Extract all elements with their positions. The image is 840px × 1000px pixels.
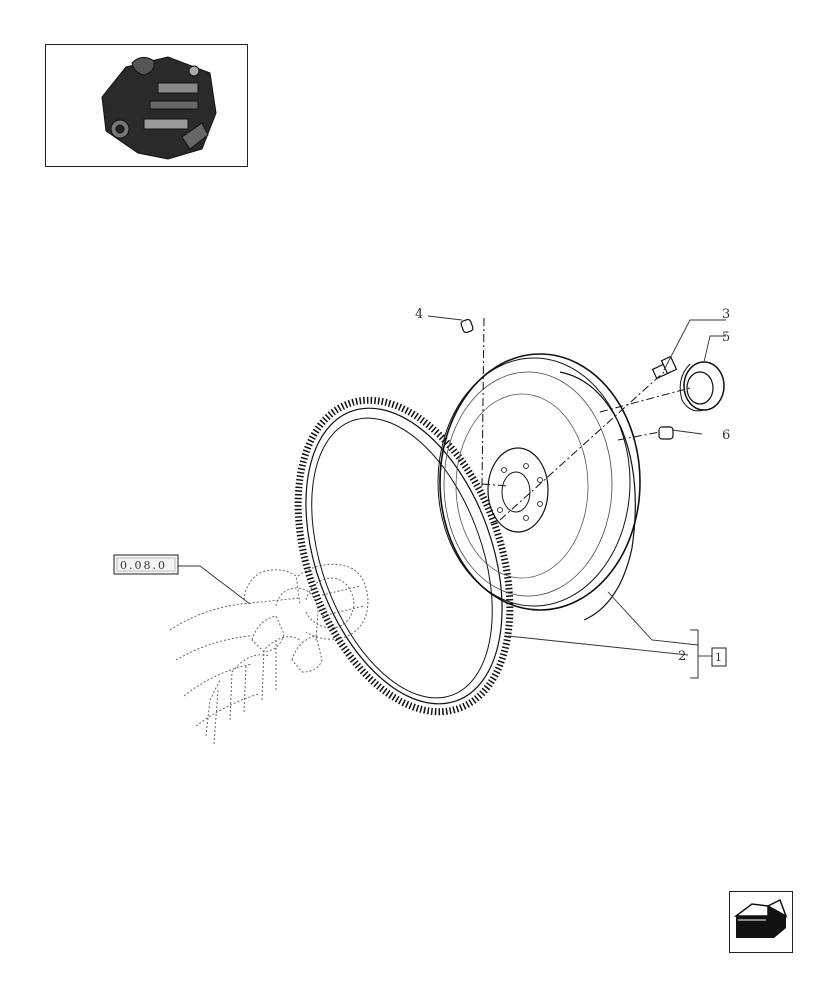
callout-3: 3 (722, 307, 730, 322)
center-lines (481, 317, 691, 521)
engine-thumbnail-icon (101, 56, 217, 160)
group-box[interactable]: 1 (711, 647, 727, 667)
reference-box[interactable]: 0.08.0 (113, 554, 179, 575)
pin (658, 426, 674, 440)
group-label: 1 (715, 651, 724, 664)
crankshaft (169, 563, 369, 745)
next-page-arrow-icon (733, 898, 788, 938)
engine-thumbnail (45, 44, 248, 167)
bearing (679, 361, 725, 412)
ring-gear (294, 396, 514, 716)
callout-2: 2 (678, 649, 686, 664)
bolt (651, 355, 678, 380)
next-page-button[interactable] (729, 891, 793, 953)
reference-label: 0.08.0 (120, 559, 167, 572)
dowel-pin (460, 318, 474, 334)
callout-6: 6 (722, 428, 730, 443)
leader-lines (178, 315, 726, 679)
flywheel (437, 353, 641, 621)
callout-5: 5 (722, 330, 730, 345)
callout-4: 4 (415, 307, 423, 322)
